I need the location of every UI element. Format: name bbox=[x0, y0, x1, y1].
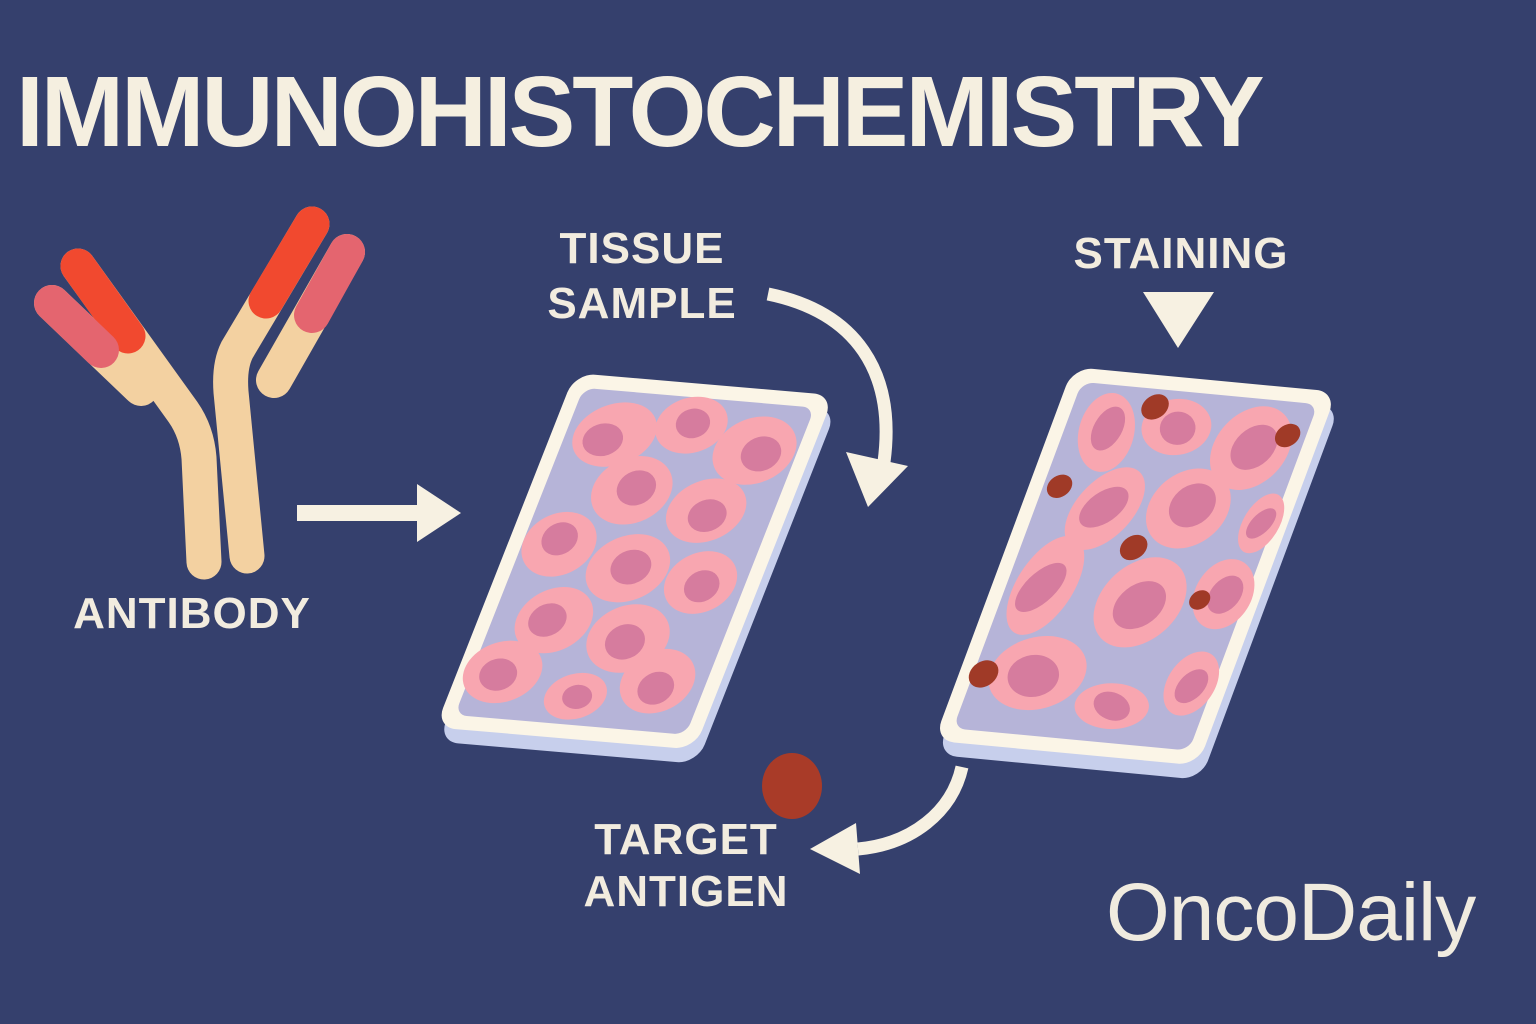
label-tissue-sample-line2: SAMPLE bbox=[547, 279, 737, 328]
antibody-icon bbox=[34, 206, 365, 580]
label-target-antigen-line2: ANTIGEN bbox=[583, 867, 789, 916]
curved-arrow-shaft bbox=[766, 287, 893, 463]
antibody-binding-tip-right bbox=[248, 206, 330, 319]
curved-arrow-left-icon bbox=[810, 765, 969, 874]
target-antigen-dot bbox=[762, 753, 822, 819]
label-tissue-sample: TISSUE SAMPLE bbox=[547, 221, 736, 331]
arrow-head bbox=[417, 484, 461, 542]
arrow-shaft bbox=[297, 505, 423, 521]
slide1-cells bbox=[462, 396, 797, 720]
slide2-dots bbox=[968, 394, 1301, 688]
curved-arrow-head bbox=[846, 452, 908, 507]
antibody-binding-tip-left bbox=[60, 248, 146, 354]
tissue-sample-slide bbox=[441, 374, 831, 763]
arrow-right-icon bbox=[297, 484, 461, 542]
curved-arrow-down-icon bbox=[766, 287, 908, 507]
stained-slide bbox=[940, 368, 1334, 779]
antibody-light-tip-left bbox=[34, 285, 119, 368]
slide2-cells bbox=[988, 392, 1293, 730]
label-target-antigen-line1: TARGET bbox=[594, 815, 778, 864]
label-target-antigen: TARGET ANTIGEN bbox=[584, 814, 789, 918]
curved-arrow-head bbox=[810, 823, 860, 874]
antibody-light-tip-right bbox=[294, 234, 365, 333]
antibody-heavy-chain-right bbox=[213, 206, 330, 574]
page-title: IMMUNOHISTOCHEMISTRY bbox=[16, 56, 1265, 168]
label-tissue-sample-line1: TISSUE bbox=[559, 224, 725, 273]
curved-arrow-shaft bbox=[857, 765, 969, 856]
label-antibody: ANTIBODY bbox=[73, 589, 311, 638]
antibody-heavy-chain-left bbox=[60, 248, 222, 580]
label-staining: STAINING bbox=[1073, 229, 1289, 278]
staining-pointer-triangle-icon bbox=[1143, 292, 1214, 348]
brand-oncodaily: OncoDaily bbox=[1106, 867, 1476, 958]
